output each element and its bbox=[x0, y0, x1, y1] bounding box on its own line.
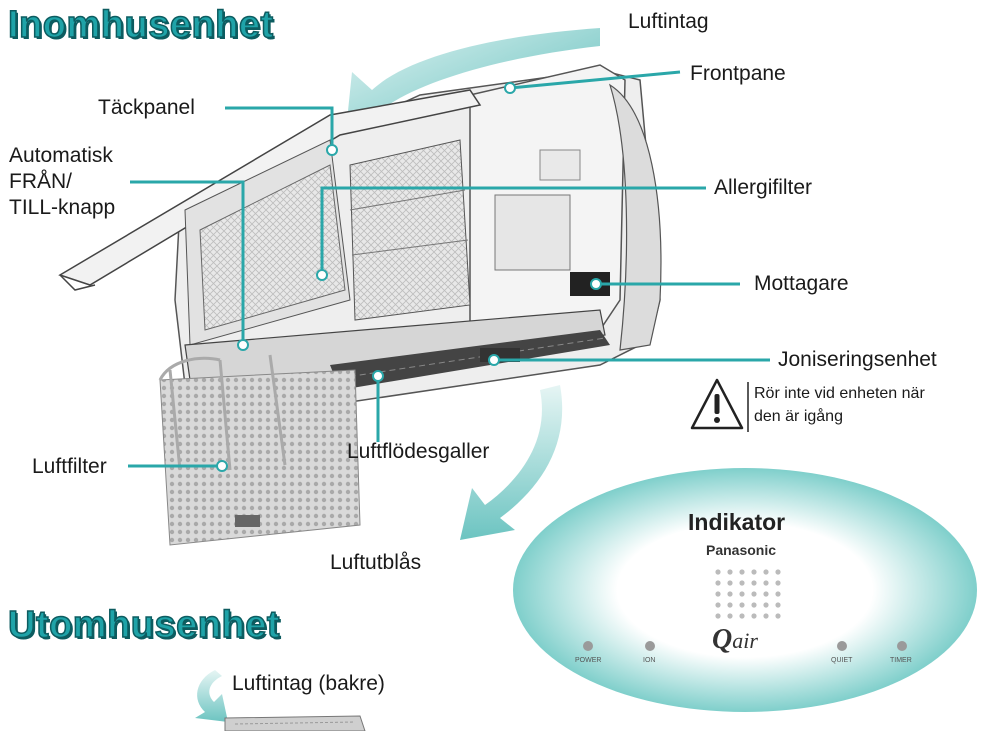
leader-allergifilter bbox=[320, 186, 706, 275]
cover-panel bbox=[58, 89, 482, 286]
label-tackpanel: Täckpanel bbox=[98, 96, 195, 119]
warning-text-line1: Rör inte vid enheten när bbox=[754, 385, 925, 402]
indicator-dot-grid bbox=[715, 569, 781, 619]
indoor-heading: Inomhusenhet bbox=[7, 3, 274, 47]
label-luftflodesgaller: Luftflödesgaller bbox=[347, 440, 490, 463]
indicator-title: Indikator bbox=[688, 509, 786, 535]
label-mottagare: Mottagare bbox=[754, 272, 849, 295]
label-luftintag-bakre: Luftintag (bakre) bbox=[232, 672, 385, 695]
label-auto-line3: TILL-knapp bbox=[9, 196, 116, 219]
outdoor-heading: Utomhusenhet bbox=[7, 603, 280, 647]
leader-auto bbox=[130, 180, 245, 345]
label-auto-line1: Automatisk bbox=[9, 144, 113, 167]
airflow-arrow-icon bbox=[195, 670, 228, 722]
led-ion bbox=[645, 641, 655, 651]
label-luftintag: Luftintag bbox=[628, 10, 709, 33]
label-allergifilter: Allergifilter bbox=[714, 176, 813, 199]
led-label-ion: ION bbox=[643, 657, 656, 664]
indicator-logo: Qair bbox=[712, 624, 758, 655]
air-filter bbox=[159, 369, 361, 546]
allergy-filter bbox=[349, 139, 471, 321]
leader-frontpanel bbox=[509, 70, 681, 90]
label-joniseringsenhet: Joniseringsenhet bbox=[778, 348, 937, 371]
label-frontpanel: Frontpane bbox=[690, 62, 786, 85]
leader-dots bbox=[216, 82, 602, 472]
label-luftfilter: Luftfilter bbox=[32, 455, 107, 478]
label-auto-line2: FRÅN/ bbox=[9, 170, 72, 193]
leader-tackpanel bbox=[225, 106, 334, 150]
warning-icon bbox=[690, 378, 744, 430]
indicator-logo-text: air bbox=[732, 628, 758, 653]
led-timer bbox=[897, 641, 907, 651]
label-luftutblas: Luftutblås bbox=[330, 551, 422, 574]
led-label-timer: TIMER bbox=[890, 657, 912, 664]
led-power bbox=[583, 641, 593, 651]
led-label-quiet: QUIET bbox=[831, 657, 853, 664]
airflow-arrow-icon bbox=[460, 385, 563, 540]
indicator-brand: Panasonic bbox=[706, 542, 777, 558]
leader-lines bbox=[128, 70, 770, 468]
led-quiet bbox=[837, 641, 847, 651]
led-label-power: POWER bbox=[575, 657, 602, 664]
indicator-panel bbox=[513, 468, 977, 712]
warning-text-line2: den är igång bbox=[754, 408, 843, 425]
